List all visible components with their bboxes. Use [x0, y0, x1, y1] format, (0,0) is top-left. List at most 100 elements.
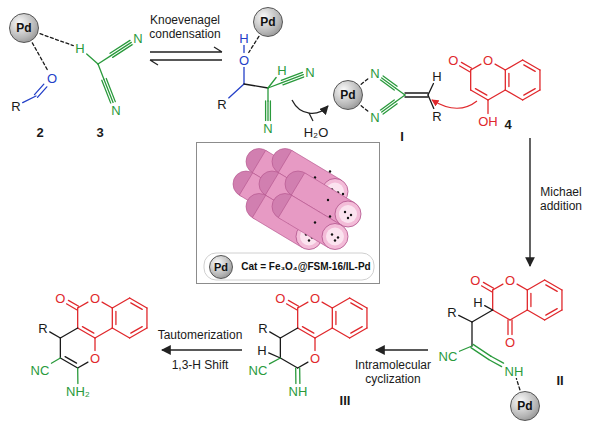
bond-line: [37, 87, 46, 98]
bond-line: [299, 368, 301, 384]
bond-line: [146, 308, 147, 328]
bond-line: [459, 315, 472, 322]
bond-line: [472, 310, 493, 322]
bond-line: [298, 362, 308, 368]
pd-label: Pd: [340, 89, 355, 101]
bond-line: [295, 368, 297, 384]
step-arrow: [162, 349, 242, 350]
step-arrow: [376, 349, 428, 350]
bond-line: [539, 70, 540, 90]
compound-number: III: [340, 394, 351, 407]
bond-line: [280, 328, 297, 338]
bond-line: [428, 95, 434, 109]
atom-label: H₂O: [303, 126, 330, 139]
bond-line: [35, 84, 44, 95]
tube-face: [335, 201, 361, 227]
atom-label: R: [257, 322, 268, 335]
bond-line: [111, 42, 131, 55]
step-label: Tautomerization: [155, 329, 245, 343]
bond-line: [23, 96, 36, 103]
coordination-line: [32, 43, 47, 71]
atom-label: O: [504, 336, 516, 349]
coordination-line: [361, 106, 368, 112]
bond-line: [102, 80, 111, 103]
pd-label: Pd: [517, 400, 532, 412]
curly-arrow: [432, 100, 477, 108]
bond-line: [280, 358, 297, 368]
compound-number: I: [400, 130, 404, 143]
bond-line: [51, 358, 60, 363]
bond-line: [332, 298, 349, 308]
elimination-arrow: [292, 100, 328, 113]
step-arrow: [529, 138, 530, 266]
bond-line: [270, 332, 281, 338]
bond-line: [243, 46, 244, 53]
bond-line: [495, 64, 505, 70]
bond-line: [527, 280, 544, 290]
bond-line: [459, 346, 472, 351]
atom-label: NC: [438, 350, 459, 363]
bond-line: [65, 357, 76, 364]
catalyst-panel: Cat = Fe₃O₄@FSM-16/IL-PdPd: [196, 142, 380, 284]
bond-line: [78, 302, 88, 308]
atom-label: R: [431, 110, 442, 123]
bond-line: [546, 309, 557, 316]
bond-line: [517, 284, 527, 290]
atom-label: NH: [288, 385, 309, 398]
atom-label: O: [46, 72, 58, 85]
pd-dot: [329, 170, 331, 172]
pd-dot: [342, 193, 344, 195]
pd-catalyst-sphere: Pd: [510, 391, 540, 421]
bond-line: [115, 311, 116, 324]
bond-line: [110, 40, 130, 53]
pd-dot: [344, 211, 346, 213]
bond-line: [131, 327, 142, 334]
bond-line: [505, 70, 506, 90]
bond-line: [380, 100, 394, 110]
bond-line: [485, 306, 493, 310]
coordination-line: [249, 36, 259, 52]
atom-label: O: [274, 292, 286, 305]
pd-dot: [308, 239, 310, 241]
bond-line: [131, 303, 142, 310]
atom-label: R: [216, 98, 227, 111]
bond-line: [77, 368, 79, 384]
compound-number: II: [556, 374, 563, 387]
bond-line: [112, 308, 113, 328]
step-label: Michael addition: [533, 186, 589, 214]
pd-catalyst-sphere: Pd: [209, 255, 233, 279]
bond-line: [112, 328, 129, 338]
bond-line: [332, 308, 333, 328]
step-label: Intramolecular cyclization: [351, 359, 435, 387]
atom-label: R: [446, 306, 457, 319]
caption-strip: [204, 253, 374, 280]
bond-line: [87, 54, 98, 64]
bond-line: [505, 90, 522, 100]
bond-line: [243, 68, 244, 85]
bond-line: [561, 290, 562, 310]
bond-line: [493, 284, 503, 290]
atom-label: NC: [248, 364, 269, 377]
compound-number: 3: [96, 126, 103, 139]
pd-dot: [334, 239, 336, 241]
atom-label: O: [89, 352, 101, 365]
bond-line: [510, 310, 527, 320]
atom-label: O: [447, 54, 459, 67]
bond-line: [470, 70, 471, 90]
atom-label: O: [309, 292, 321, 305]
pd-label: Pd: [214, 262, 228, 273]
bond-line: [505, 60, 522, 70]
bond-line: [112, 298, 129, 308]
atom-label: H: [256, 344, 267, 357]
atom-label: O: [309, 352, 321, 365]
bond-line: [95, 328, 112, 338]
atom-label: O: [504, 274, 516, 287]
atom-label: OH: [477, 115, 499, 128]
bond-line: [487, 100, 488, 114]
pore: [326, 228, 344, 246]
step-label: Knoevenagel condensation: [146, 14, 224, 42]
atom-label: O: [469, 274, 481, 287]
bond-line: [102, 302, 112, 308]
mesoporous-support: [233, 149, 361, 250]
